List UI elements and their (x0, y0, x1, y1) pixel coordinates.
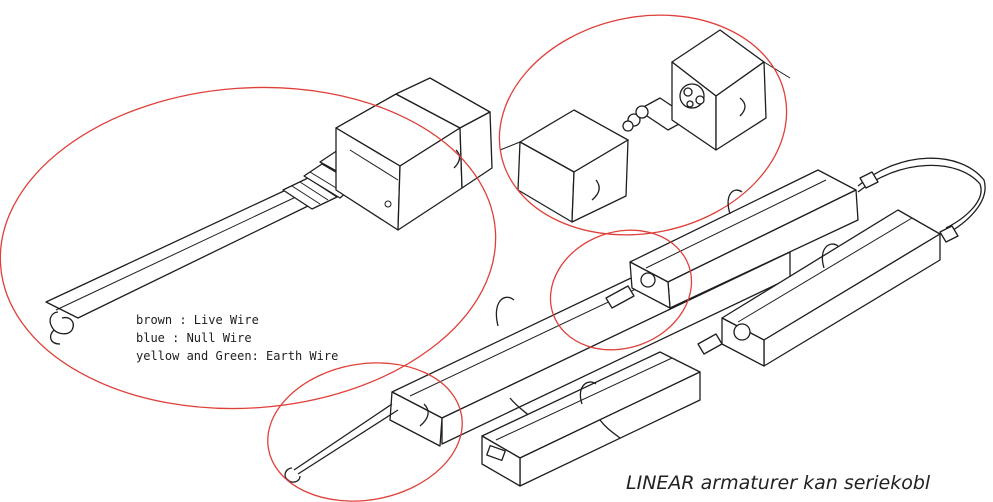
detail-ellipse-link (549, 229, 693, 351)
legend-earth: yellow and Green: Earth Wire (136, 349, 338, 363)
detail-ellipse-cable (0, 86, 497, 410)
detail-ellipse-connector (498, 14, 788, 236)
caption: LINEAR armaturer kan seriekobl (626, 472, 931, 494)
detail-ellipse-lead (267, 362, 463, 502)
legend-brown: brown : Live Wire (136, 313, 259, 327)
cable-entry-detail (45, 77, 493, 345)
wire-legend: brown : Live Wire blue : Null Wire yello… (136, 313, 338, 363)
connector-detail (499, 29, 791, 223)
legend-blue: blue : Null Wire (136, 331, 252, 345)
